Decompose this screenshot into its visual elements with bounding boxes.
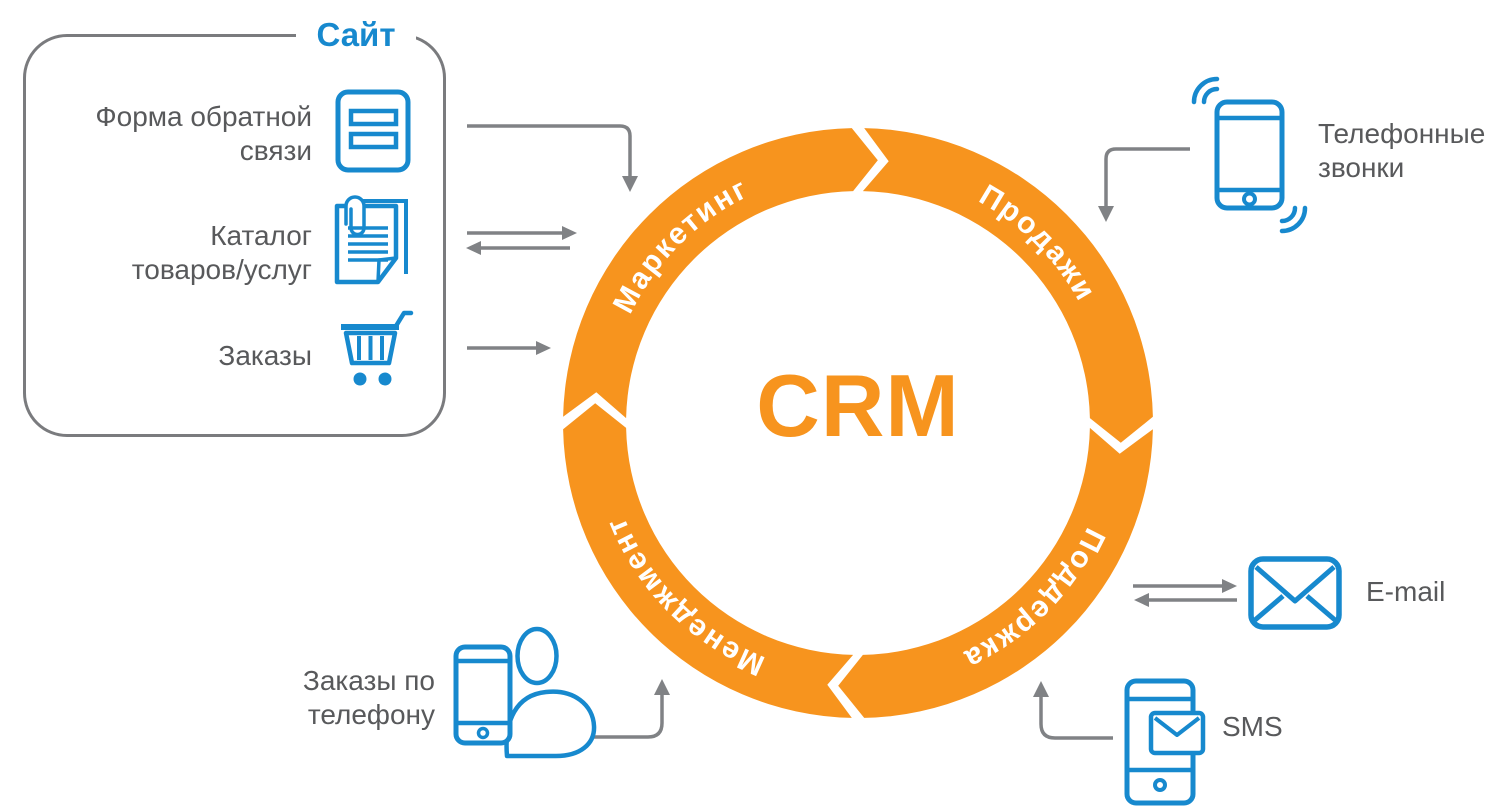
- arrowhead-form-to-ring: [622, 176, 638, 192]
- arrowhead-phone-orders-to-ring: [654, 679, 670, 695]
- ring-segment-support: [838, 427, 1153, 718]
- site-box-title: Сайт: [296, 14, 416, 56]
- ring-segment-sales: [862, 128, 1153, 443]
- phone-calls-label: Телефонные звонки: [1318, 118, 1486, 183]
- arrowhead-ring-to-catalog: [466, 241, 481, 255]
- envelope-icon: [1248, 556, 1342, 630]
- arrow-form-to-ring: [467, 124, 632, 176]
- ring-segment-management: [563, 403, 854, 718]
- catalog-icon: [334, 195, 408, 285]
- feedback-form-icon: [335, 89, 411, 173]
- arrowhead-email-to-ring: [1134, 593, 1149, 607]
- arrow-phone-orders-to-ring: [590, 695, 664, 739]
- cart-icon: [341, 310, 414, 386]
- person-with-phone-icon: [453, 626, 597, 759]
- ringing-phone-icon: [1191, 76, 1308, 234]
- arrowhead-calls-to-ring: [1098, 206, 1114, 222]
- arrowhead-orders-to-ring: [536, 341, 551, 355]
- phone-orders-label: Заказы по телефону: [302, 665, 435, 730]
- email-label: E-mail: [1366, 576, 1446, 607]
- arrowhead-catalog-to-ring: [562, 226, 577, 240]
- crm-center-label: CRM: [756, 356, 960, 455]
- site-item-feedback-form-label: Форма обратной связи: [95, 101, 312, 166]
- arrow-sms-to-ring: [1039, 697, 1113, 740]
- sms-phone-icon: [1124, 678, 1206, 806]
- connector-arrows: [466, 124, 1237, 740]
- arrow-calls-to-ring: [1104, 147, 1190, 206]
- site-item-catalog-label: Каталог товаров/услуг: [131, 220, 312, 285]
- arrowhead-ring-to-email: [1222, 579, 1237, 593]
- site-item-orders-label: Заказы: [218, 340, 312, 371]
- ring-segment-marketing: [563, 128, 878, 419]
- sms-label: SMS: [1222, 711, 1283, 742]
- arrowhead-sms-to-ring: [1033, 681, 1049, 697]
